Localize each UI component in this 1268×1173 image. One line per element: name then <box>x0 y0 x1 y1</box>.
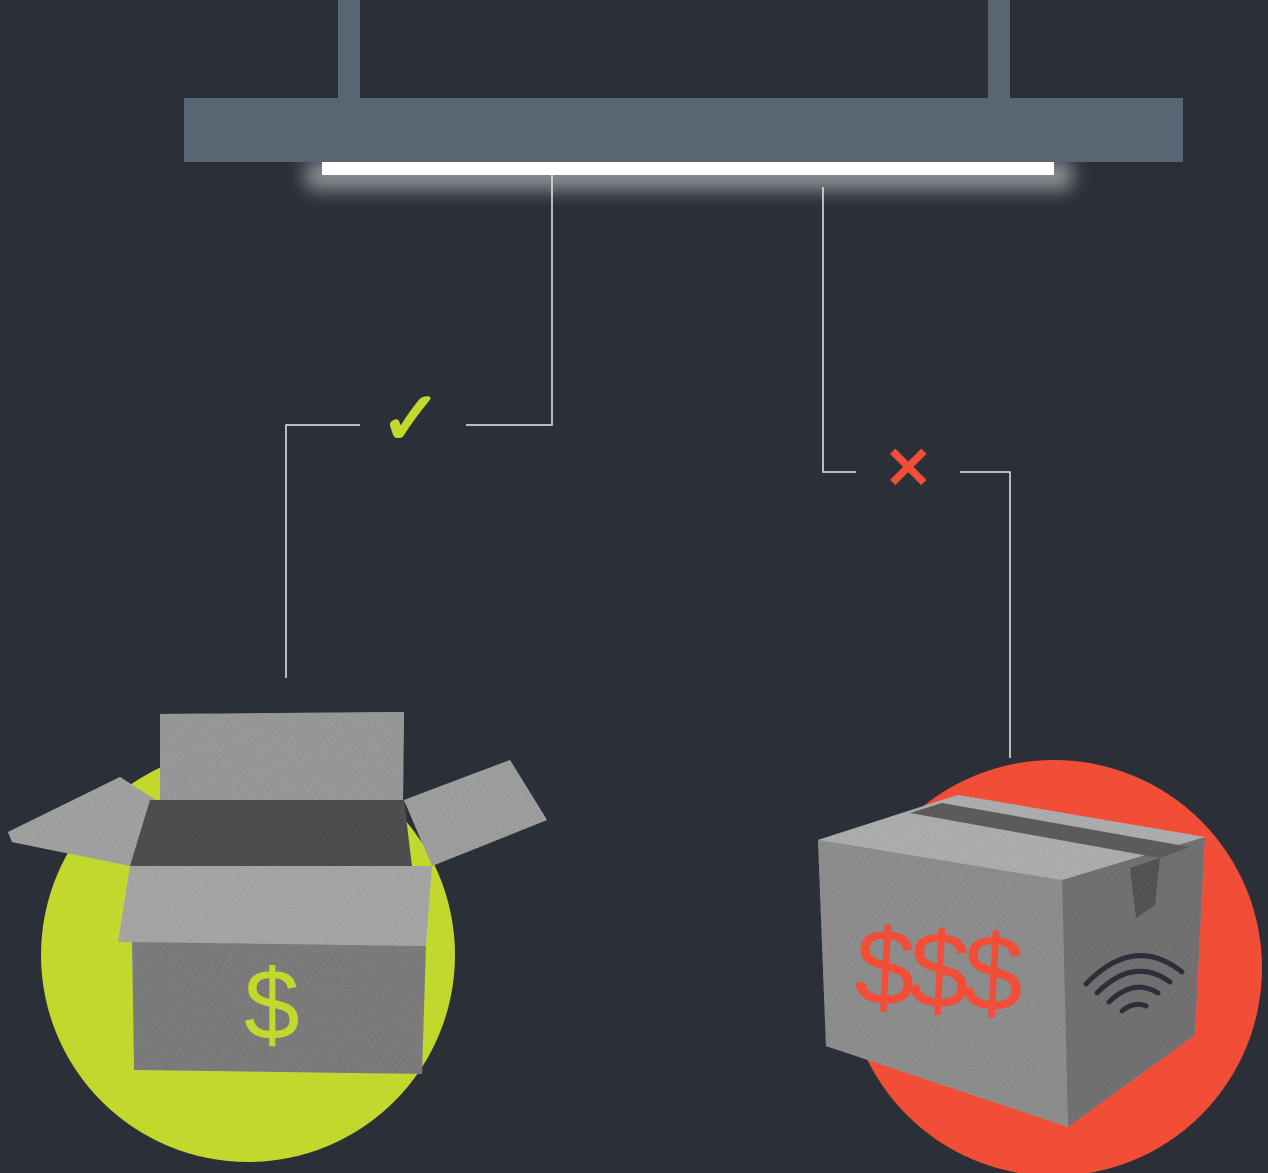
rejected-connector-lower <box>960 472 1010 758</box>
right-rod <box>988 0 1010 102</box>
box-back-flap <box>160 712 404 802</box>
light-bar <box>322 162 1054 175</box>
expensive-price-label: $$$ <box>852 912 1020 1028</box>
box-interior <box>130 800 412 866</box>
rejected-connector <box>823 187 856 472</box>
check-icon: ✓ <box>380 382 442 456</box>
accepted-connector <box>466 175 552 425</box>
shelf-bar <box>184 98 1183 162</box>
box-front-flap <box>118 866 432 946</box>
close-icon: ✕ <box>884 440 933 498</box>
cheap-price-label: $ <box>244 955 300 1055</box>
left-rod <box>338 0 360 102</box>
accepted-connector-lower <box>286 425 360 678</box>
box-left-flap <box>8 777 156 866</box>
box-right-flap <box>404 760 547 866</box>
